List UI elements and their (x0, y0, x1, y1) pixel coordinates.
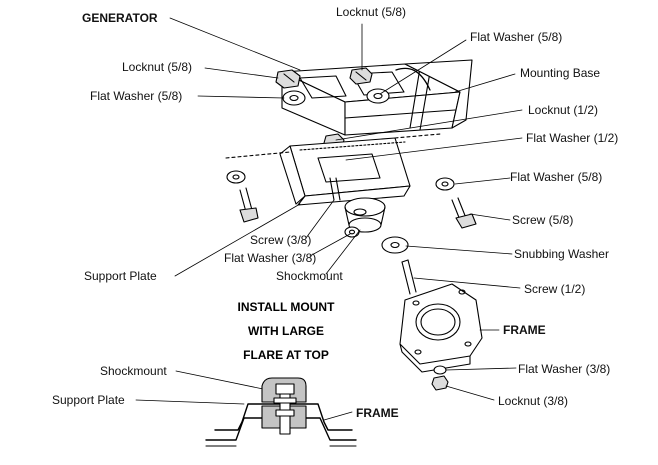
screw-58-left (239, 187, 259, 223)
detail-label-frame: FRAME (356, 406, 399, 420)
label-flat-washer-38-mid: Flat Washer (3/8) (224, 251, 317, 265)
snubbing-washer (381, 236, 409, 254)
label-screw-38: Screw (3/8) (250, 233, 312, 247)
label-generator: GENERATOR (82, 11, 158, 25)
label-screw-58: Screw (5/8) (512, 213, 574, 227)
label-flat-washer-38-bottom: Flat Washer (3/8) (518, 362, 611, 376)
label-flat-washer-58-top: Flat Washer (5/8) (470, 30, 563, 44)
install-note-line2: WITH LARGE (248, 324, 324, 338)
flat-washer-38-bottom (433, 365, 447, 375)
install-note: INSTALL MOUNT WITH LARGE FLARE AT TOP (226, 300, 346, 362)
support-plate (225, 133, 441, 206)
detail-label-support-plate: Support Plate (52, 393, 125, 407)
label-flat-washer-58-left: Flat Washer (5/8) (90, 89, 183, 103)
flat-washer-58-top (366, 88, 390, 104)
install-note-line1: INSTALL MOUNT (237, 300, 335, 314)
locknut-38 (431, 375, 449, 391)
label-snubbing-washer: Snubbing Washer (514, 247, 609, 261)
flat-washer-58-right-side (435, 177, 455, 191)
detail-label-shockmount: Shockmount (100, 364, 167, 378)
label-locknut-58-top: Locknut (5/8) (336, 5, 407, 19)
detail-cross-section (205, 377, 357, 447)
locknut-58-top (349, 67, 373, 85)
label-mounting-base: Mounting Base (520, 66, 601, 80)
screw-38 (329, 177, 341, 201)
flat-washer-58-left-side (226, 170, 246, 184)
install-note-line3: FLARE AT TOP (243, 348, 329, 362)
label-screw-12: Screw (1/2) (524, 282, 586, 296)
locknut-58-left (275, 69, 301, 89)
screw-12 (401, 259, 417, 295)
label-flat-washer-12: Flat Washer (1/2) (526, 131, 619, 145)
label-frame: FRAME (503, 323, 546, 337)
screw-58-right (451, 197, 477, 229)
frame (399, 283, 483, 373)
flat-washer-58-left (282, 90, 306, 106)
leader-lines (135, 17, 523, 421)
label-flat-washer-58-right: Flat Washer (5/8) (510, 170, 603, 184)
label-shockmount: Shockmount (276, 269, 343, 283)
label-locknut-12: Locknut (1/2) (528, 103, 599, 117)
label-support-plate: Support Plate (84, 269, 157, 283)
label-locknut-38: Locknut (3/8) (498, 394, 569, 408)
label-locknut-58-left: Locknut (5/8) (122, 60, 193, 74)
